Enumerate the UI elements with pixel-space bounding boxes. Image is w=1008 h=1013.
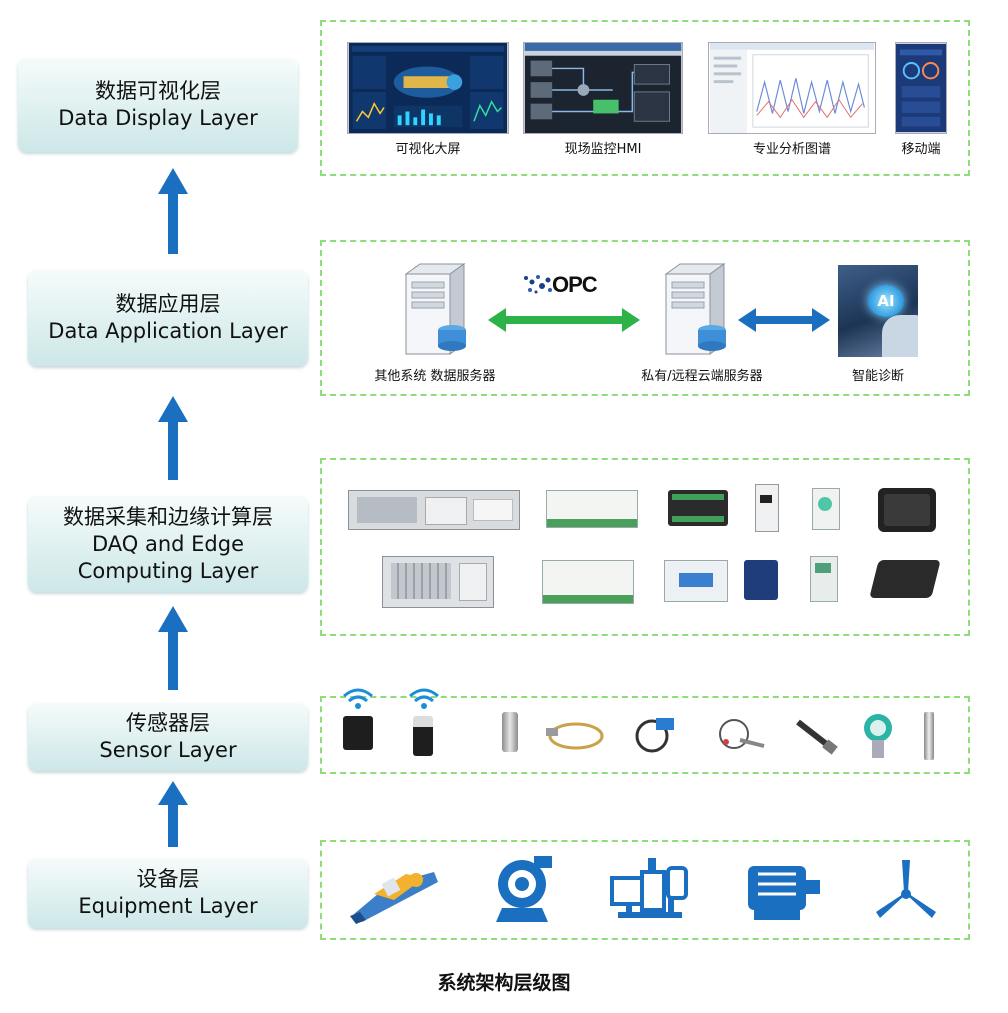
server-icon [664, 263, 726, 355]
wireless-sensor [413, 716, 433, 756]
display-item-label: 专业分析图谱 [752, 142, 831, 157]
din-module-device [755, 484, 779, 532]
layer-data-application: 数据应用层 Data Application Layer [28, 270, 308, 366]
display-item-label: 可视化大屏 [395, 142, 461, 157]
layer-en-label: Computing Layer [77, 558, 259, 583]
daq-module-device [664, 560, 728, 602]
layer-en-label: Equipment Layer [78, 894, 258, 918]
din-module-device [812, 488, 840, 530]
opc-logo: OPC [522, 272, 606, 297]
display-item-label: 现场监控HMI [564, 142, 642, 157]
panel-data-display [320, 20, 970, 176]
terminal-strip [543, 595, 633, 603]
pump-icon [496, 856, 552, 922]
application-item-label: 智能诊断 [851, 369, 904, 384]
indicator [818, 497, 832, 511]
ai-badge [868, 285, 904, 317]
daq-module-device [668, 490, 728, 526]
mobile-screenshot [895, 42, 947, 134]
layer-zh-label: 数据采集和边缘计算层 [63, 504, 273, 529]
application-item-label: 其他系统 数据服务器 [374, 369, 496, 384]
server-icon [404, 263, 466, 355]
diagram-caption: 系统架构层级图 [437, 972, 571, 994]
terminal-strip [672, 516, 724, 522]
indicator [815, 563, 831, 573]
layer-equipment: 设备层 Equipment Layer [28, 858, 308, 928]
panel-sensor [320, 696, 970, 774]
cable-sensor [635, 718, 674, 753]
bidirectional-arrow-icon [738, 308, 830, 332]
industrial-pc-device [382, 556, 494, 608]
cable-sensor [546, 722, 604, 750]
terminal-strip [672, 494, 724, 500]
up-arrow-icon [158, 168, 188, 254]
ai-diagnosis-image: AI [838, 265, 918, 357]
opc-label: OPC [552, 272, 598, 297]
layer-en-label: DAQ and Edge [91, 531, 245, 556]
rack-panel [425, 497, 467, 525]
layer-zh-label: 设备层 [136, 867, 200, 891]
layer-en-label: Data Display Layer [58, 106, 258, 130]
cable-sensor [719, 719, 765, 749]
rack-slot [357, 497, 417, 523]
opc-dots-icon [524, 275, 552, 294]
rugged-daq-device [878, 488, 936, 532]
layer-en-label: Data Application Layer [48, 319, 288, 343]
pressure-sensor [796, 719, 838, 755]
wireless-sensor [343, 716, 373, 750]
layer-zh-label: 数据应用层 [115, 292, 221, 316]
ai-label: AI [877, 292, 895, 310]
hmi-screenshot [523, 42, 683, 134]
bidirectional-arrow-icon [488, 308, 640, 332]
drive-bay [459, 563, 487, 601]
up-arrow-icon [158, 396, 188, 480]
layer-sensor: 传感器层 Sensor Layer [28, 703, 308, 771]
accelerometer-sensor [502, 712, 518, 752]
wifi-icon [409, 688, 439, 709]
up-arrow-icon [158, 606, 188, 690]
compressor-icon [610, 858, 688, 918]
display [679, 573, 713, 587]
display-item-label: 移动端 [901, 142, 941, 157]
panel-data-application [320, 240, 970, 396]
panel-daq-edge [320, 458, 970, 636]
terminal-strip [547, 519, 637, 527]
layer-zh-label: 传感器层 [126, 711, 210, 735]
turbine-machine-icon [350, 872, 438, 924]
gateway-device [744, 560, 778, 600]
motor-icon [748, 866, 820, 920]
rack-chassis-device [348, 490, 520, 530]
vent-grille [391, 563, 451, 599]
probe-sensor [924, 712, 934, 760]
rugged-daq-device [869, 560, 941, 598]
up-arrow-icon [158, 781, 188, 847]
layer-zh-label: 数据可视化层 [95, 79, 221, 103]
layer-data-display: 数据可视化层 Data Display Layer [18, 58, 298, 152]
daq-module-device [542, 560, 634, 604]
analysis-screenshot [708, 42, 876, 134]
port [760, 495, 772, 503]
dashboard-screenshot [347, 42, 509, 134]
hand-shape [882, 315, 918, 357]
transmitter-sensor [864, 714, 892, 758]
layer-daq-edge: 数据采集和边缘计算层 DAQ and Edge Computing Layer [28, 496, 308, 592]
din-module-device [810, 556, 838, 602]
wind-turbine-icon [876, 860, 936, 918]
rack-panel [473, 499, 513, 521]
wifi-icon [343, 688, 373, 709]
device-panel [884, 494, 930, 526]
application-item-label: 私有/远程云端服务器 [641, 369, 763, 384]
layer-en-label: Sensor Layer [99, 738, 237, 762]
panel-equipment [320, 840, 970, 940]
daq-module-device [546, 490, 638, 528]
